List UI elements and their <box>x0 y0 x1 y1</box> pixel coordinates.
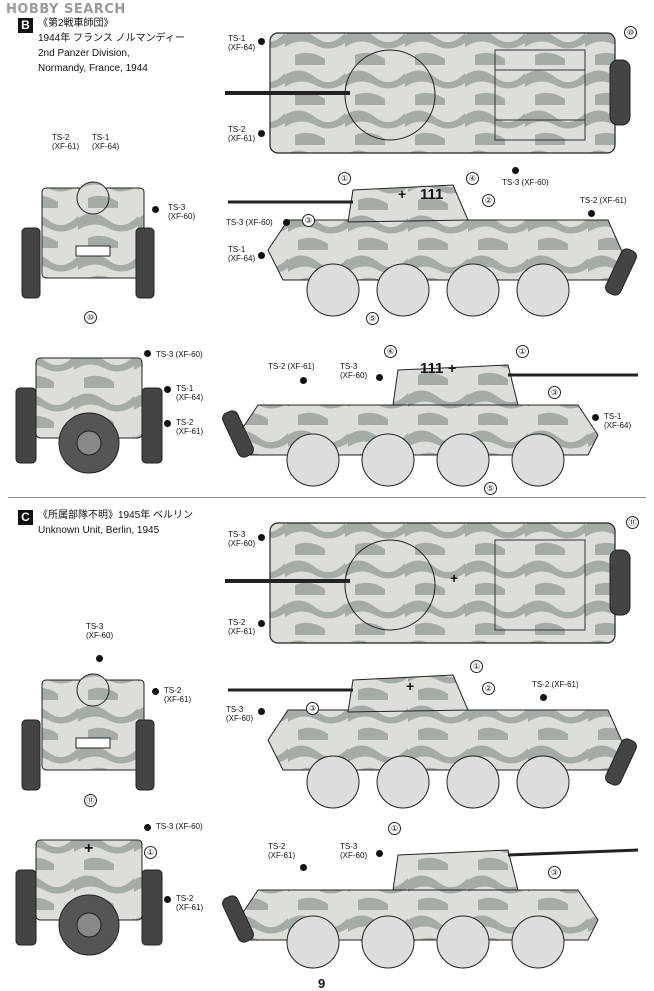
b-top-spare-wheel <box>609 59 631 126</box>
c-rear-ts2-label: TS-2(XF-61) <box>176 894 204 912</box>
c-right-ts3-label: TS-3(XF-60) <box>340 842 368 860</box>
b-right-ts2-dot <box>300 377 307 384</box>
callout-11-front: ⑪ <box>84 794 97 807</box>
c-left-ts3-dot <box>258 708 265 715</box>
c-front-ts3-dot <box>96 655 103 662</box>
b-rear-ts3-dot <box>144 350 151 357</box>
b-left-ts1-dot <box>258 252 265 259</box>
callout-2-c-left: ② <box>482 682 495 695</box>
b-rear-ts1-dot <box>164 386 171 393</box>
b-top-ts1-dot <box>258 38 265 45</box>
c-top-ts2-dot <box>258 620 265 627</box>
b-front-view <box>21 181 155 299</box>
b-rear-ts3-label: TS-3 (XF-60) <box>156 350 203 359</box>
section-divider <box>8 497 646 498</box>
c-rear-ts2-dot <box>164 896 171 903</box>
b-rear-ts2-dot <box>164 420 171 427</box>
b-right-ts3-dot <box>376 374 383 381</box>
b-right-ts3-label: TS-3(XF-60) <box>340 362 368 380</box>
section-c-caption: 《所属部隊不明》1945年 ベルリン Unknown Unit, Berlin,… <box>38 508 193 538</box>
b-right-cross: + <box>448 360 457 376</box>
callout-5-b-left: ⑤ <box>366 312 379 325</box>
section-b-caption: 《第2戦車師団》 1944年 フランス ノルマンディー 2nd Panzer D… <box>38 16 185 76</box>
c-right-ts2-label: TS-2(XF-61) <box>268 842 296 860</box>
c-left-ts2-label: TS-2 (XF-61) <box>532 680 579 689</box>
b-top-ts2-label: TS-2(XF-61) <box>228 125 256 143</box>
b-right-ts1-label: TS-1(XF-64) <box>604 412 632 430</box>
b-left-cross: + <box>398 186 407 202</box>
c-right-ts2-dot <box>300 864 307 871</box>
section-c-caption-jp: 《所属部隊不明》1945年 ベルリン <box>38 510 194 521</box>
c-front-ts3-label: TS-3(XF-60) <box>86 622 114 640</box>
c-top-view <box>225 522 631 644</box>
callout-4-b-right: ④ <box>384 345 397 358</box>
callout-5-b-right: ⑤ <box>484 482 497 495</box>
c-left-cross: + <box>406 678 415 694</box>
b-right-number: 111 <box>420 360 444 377</box>
b-right-side-view <box>222 364 638 487</box>
b-left-ts2-dot <box>588 210 595 217</box>
c-front-view <box>21 673 155 791</box>
b-top-ts3-dot <box>512 167 519 174</box>
b-top-ts3-label: TS-3 (XF-60) <box>502 178 549 187</box>
callout-3-c-left: ③ <box>306 702 319 715</box>
callout-10-top: ⑩ <box>624 26 637 39</box>
c-right-side-view <box>222 848 639 969</box>
page-number: 9 <box>318 976 326 991</box>
callout-3-b-left: ③ <box>302 214 315 227</box>
section-c-badge: C <box>18 510 33 525</box>
c-top-ts2-label: TS-2(XF-61) <box>228 618 256 636</box>
c-rear-ts3-label: TS-3 (XF-60) <box>156 822 203 831</box>
section-c-caption-en1: Unknown Unit, Berlin, 1945 <box>38 525 160 536</box>
b-front-ts3-dot <box>152 206 159 213</box>
c-top-ts3-dot <box>258 534 265 541</box>
b-left-ts1-label: TS-1(XF-64) <box>228 245 256 263</box>
callout-11-top: ⑪ <box>626 516 639 529</box>
callout-3-b-right: ③ <box>548 386 561 399</box>
callout-1-b-right: ① <box>516 345 529 358</box>
c-right-ts3-dot <box>376 850 383 857</box>
c-rear-view <box>15 839 163 956</box>
hobby-search-watermark: HOBBY SEARCH <box>6 2 126 17</box>
callout-3-c-right: ③ <box>548 866 561 879</box>
c-rear-ts3-dot <box>144 824 151 831</box>
b-left-number: 111 <box>420 186 444 203</box>
b-rear-ts2-label: TS-2(XF-61) <box>176 418 204 436</box>
b-left-side-view <box>228 184 637 317</box>
c-left-ts2-dot <box>540 694 547 701</box>
c-left-ts3-label: TS-3(XF-60) <box>226 705 254 723</box>
section-b-caption-jp2: 1944年 フランス ノルマンディー <box>38 33 185 44</box>
b-right-ts1-dot <box>592 414 599 421</box>
section-b-caption-en1: 2nd Panzer Division, <box>38 48 130 59</box>
b-front-ts1-label: TS-1(XF-64) <box>92 133 120 151</box>
b-left-ts2-label: TS-2 (XF-61) <box>580 196 627 205</box>
callout-1-b-left: ① <box>338 172 351 185</box>
section-b-caption-en2: Normandy, France, 1944 <box>38 63 148 74</box>
b-front-ts2-label: TS-2(XF-61) <box>52 133 80 151</box>
callout-4-b-left: ④ <box>466 172 479 185</box>
b-rear-view <box>15 357 163 474</box>
b-top-ts1-label: TS-1(XF-64) <box>228 34 256 52</box>
b-left-ts3-dot <box>283 219 290 226</box>
c-rear-cross: + <box>84 840 94 857</box>
c-top-ts3-label: TS-3(XF-60) <box>228 530 256 548</box>
b-left-ts3-label: TS-3 (XF-60) <box>226 218 273 227</box>
b-rear-ts1-label: TS-1(XF-64) <box>176 384 204 402</box>
section-b-badge: B <box>18 18 33 33</box>
b-top-turret <box>344 49 436 141</box>
b-top-view <box>225 32 631 154</box>
callout-10-front: ⑩ <box>84 311 97 324</box>
b-front-ts3-label: TS-3(XF-60) <box>168 203 196 221</box>
callout-2-b-left: ② <box>482 194 495 207</box>
c-front-ts2-dot <box>152 688 159 695</box>
callout-1-c-rear: ① <box>144 846 157 859</box>
b-top-ts2-dot <box>258 130 265 137</box>
callout-1-c-left: ① <box>470 660 483 673</box>
callout-1-c-right: ① <box>388 822 401 835</box>
b-right-ts2-label: TS-2 (XF-61) <box>268 362 315 371</box>
c-top-cross: + <box>450 570 459 586</box>
c-left-side-view <box>228 674 637 809</box>
c-front-ts2-label: TS-2(XF-61) <box>164 686 192 704</box>
section-b-caption-jp: 《第2戦車師団》 <box>38 18 114 29</box>
